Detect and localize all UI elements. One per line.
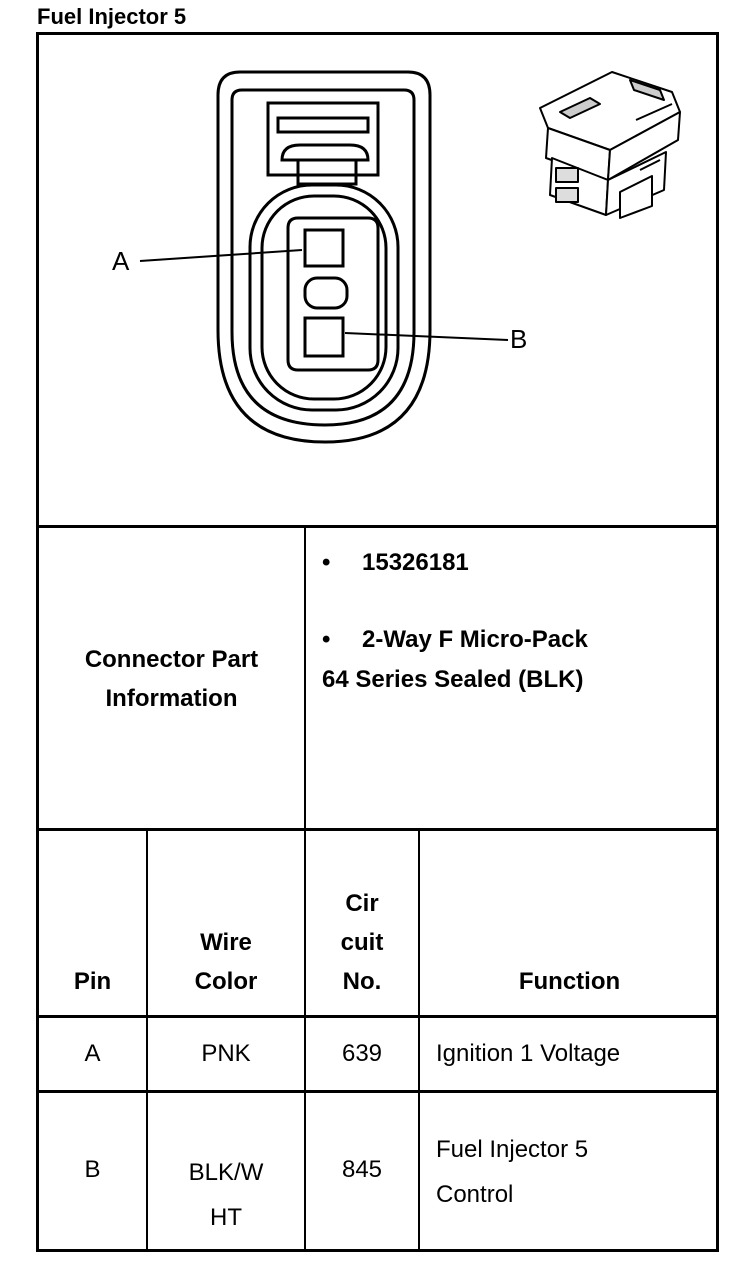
connector-seal-ring-inner xyxy=(260,194,388,401)
pin-a-leader-line xyxy=(139,249,303,262)
row-b-function: Fuel Injector 5 Control xyxy=(436,1136,589,1208)
column-divider-3 xyxy=(418,830,420,1250)
pin-a-callout: A xyxy=(112,246,130,276)
connector-inner-shell xyxy=(230,88,416,427)
terminal-cavity-center xyxy=(303,276,349,310)
row-b-wire-color: BLK/W HT xyxy=(188,1159,264,1231)
header-function: Function xyxy=(518,968,621,995)
divider-part-info-vertical xyxy=(304,527,306,830)
part-description-line1: 2-Way F Micro-Pack xyxy=(362,626,588,653)
connector-latch xyxy=(266,101,380,177)
connector-face-diagram xyxy=(139,70,681,444)
pin-b-callout: B xyxy=(510,324,528,354)
connector-outer-shell xyxy=(216,70,432,444)
part-description-bullet: •2-Way F Micro-Pack xyxy=(322,626,588,653)
connector-isometric-icon xyxy=(539,71,681,219)
connector-latch-neck xyxy=(296,158,358,186)
row-b-circuit: 845 xyxy=(341,1156,383,1183)
divider-part-info-bottom xyxy=(36,828,719,831)
column-divider-2 xyxy=(304,830,306,1250)
terminal-cavity-b xyxy=(303,316,345,358)
pin-b-leader-line xyxy=(344,332,509,341)
part-number: 15326181 xyxy=(362,549,469,576)
header-pin: Pin xyxy=(73,968,112,995)
header-wire-color: Wire Color xyxy=(194,929,258,995)
part-description-line2: 64 Series Sealed (BLK) xyxy=(322,666,584,693)
row-a-wire-color: PNK xyxy=(201,1040,251,1067)
divider-row-a-bottom xyxy=(36,1090,719,1093)
connector-latch-tab xyxy=(280,143,370,162)
row-b-pin: B xyxy=(84,1156,101,1183)
column-divider-1 xyxy=(146,830,148,1250)
part-info-label: Connector Part Information xyxy=(84,646,259,712)
part-number-bullet: •15326181 xyxy=(322,549,469,576)
divider-diagram-bottom xyxy=(36,525,719,528)
row-a-function: Ignition 1 Voltage xyxy=(436,1040,621,1067)
row-a-circuit: 639 xyxy=(341,1040,383,1067)
divider-header-bottom xyxy=(36,1015,719,1018)
connector-latch-inner xyxy=(276,116,370,134)
connector-seal-ring xyxy=(248,183,400,412)
terminal-cavity-outline xyxy=(286,216,380,372)
row-a-pin: A xyxy=(84,1040,101,1067)
page-title: Fuel Injector 5 xyxy=(37,4,187,29)
terminal-cavity-a xyxy=(303,228,345,268)
connector-info-frame xyxy=(36,32,719,1252)
header-circuit-no: Cir cuit No. xyxy=(340,890,384,995)
